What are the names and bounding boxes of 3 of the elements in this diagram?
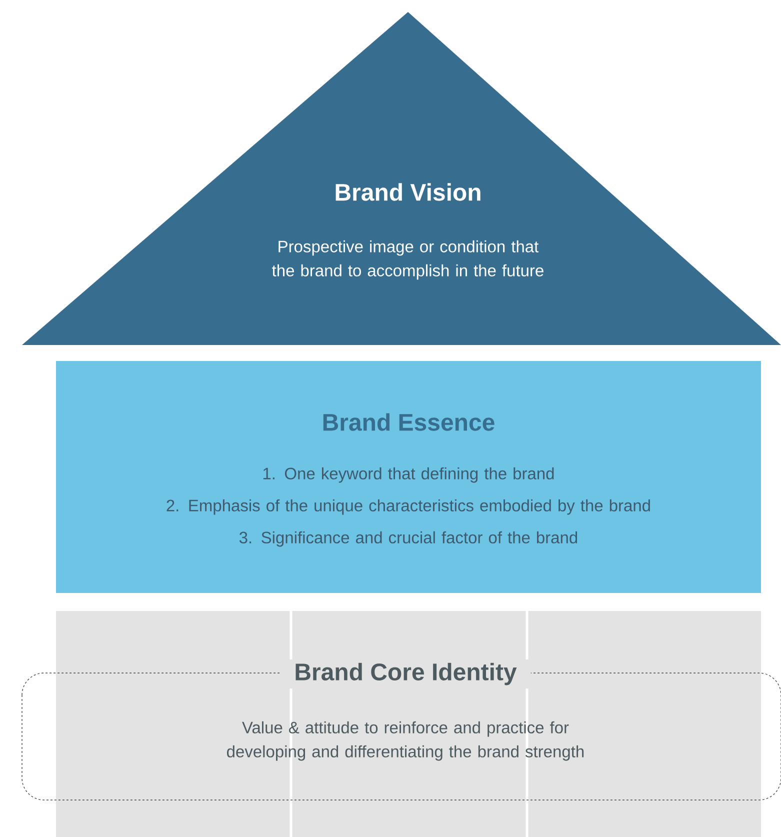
pillar-block: Brand Core Identity Value & attitude to reinforce and practice for developing and differentiating the brand strength (22, 610, 781, 837)
roof-triangle: Brand Vision Prospective image or condition that the brand to accomplish in the future (22, 12, 781, 345)
essence-box: Brand Essence 1. One keyword that defining the brand 2. Emphasis of the unique characteristics embodied by the brand 3. Significance and crucial factor of the brand (56, 361, 762, 593)
